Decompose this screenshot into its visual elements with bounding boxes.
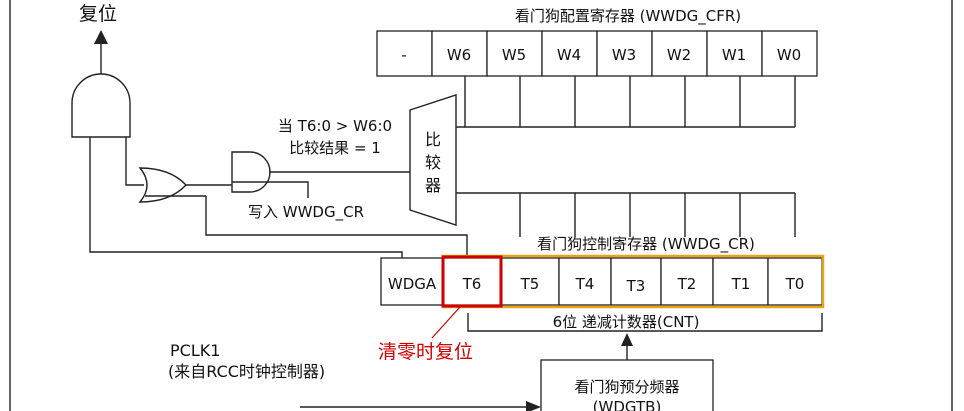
cr-bit-t5: T5 [520, 275, 540, 293]
reset-label: 复位 [79, 3, 117, 25]
cr-bit-wdga: WDGA [388, 275, 437, 293]
comparator-condition-line2: 比较结果 = 1 [289, 139, 381, 157]
cfr-bit-cell [376, 30, 433, 77]
clear-note-leader [431, 306, 461, 339]
pclk-arrow-icon [526, 401, 541, 411]
or-gate [138, 167, 187, 203]
cfr-bit-w6: W6 [447, 46, 471, 64]
cfr-bit-cell [651, 30, 708, 77]
cr-bit-t6: T6 [462, 275, 482, 293]
t6-highlight [441, 255, 503, 308]
cfr-bit-cell [486, 30, 543, 77]
cr-bit-t2: T2 [677, 275, 697, 293]
cfr-bit-reserved: - [401, 46, 406, 64]
pclk-source: (来自RCC时钟控制器) [168, 362, 325, 381]
cr-bit-t4: T4 [575, 275, 595, 293]
cfr-bit-cell [431, 30, 488, 77]
comparator-char-3: 器 [425, 176, 441, 195]
counter-label: 6位 递减计数器(CNT) [553, 313, 700, 331]
cfr-bit-w0: W0 [777, 46, 801, 64]
cfr-bus [456, 76, 796, 128]
prescaler-subtitle: (WDGTB) [593, 398, 662, 411]
cfr-bit-w4: W4 [557, 46, 581, 64]
cfr-bit-w1: W1 [722, 46, 746, 64]
cr-register: WDGA T6 T5 T4 T3 T2 T1 T0 [380, 254, 825, 309]
cfr-bit-w2: W2 [667, 46, 691, 64]
comparator-condition-line1: 当 T6:0 > W6:0 [278, 117, 392, 135]
prescaler-arrow-icon [621, 333, 633, 346]
counter-bracket [467, 313, 823, 332]
prescaler-title: 看门狗预分频器 [574, 378, 679, 396]
cr-bit-cell [610, 257, 662, 306]
cfr-bit-cell [761, 30, 818, 77]
cr-bit-cell [380, 257, 444, 306]
reset-arrow-icon [94, 30, 108, 44]
pclk-label: PCLK1 [170, 341, 220, 360]
cr-bit-t3: T3 [626, 277, 646, 295]
clear-note: 清零时复位 [378, 341, 473, 363]
cfr-title: 看门狗配置寄存器 (WWDG_CFR) [515, 7, 741, 26]
cr-bit-cell [558, 257, 612, 306]
comparator-char-1: 比 [425, 130, 441, 149]
cfr-bit-cell [541, 30, 598, 77]
cfr-bit-cell [596, 30, 653, 77]
write-label: 写入 WWDG_CR [248, 203, 364, 222]
comparator-block [409, 94, 457, 226]
cfr-register: - W6 W5 W4 W3 W2 W1 W0 [376, 30, 818, 77]
gate-wiring [89, 137, 410, 258]
and-gate-write [231, 151, 271, 193]
cfr-bit-w3: W3 [612, 46, 636, 64]
cr-bit-t1: T1 [731, 275, 751, 293]
cfr-bit-w5: W5 [502, 46, 526, 64]
cr-bit-t0: T0 [785, 275, 805, 293]
cr-bus [205, 192, 796, 258]
comparator-char-2: 较 [425, 153, 441, 172]
cr-title: 看门狗控制寄存器 (WWDG_CR) [537, 235, 755, 254]
and-gate-reset [71, 73, 131, 138]
